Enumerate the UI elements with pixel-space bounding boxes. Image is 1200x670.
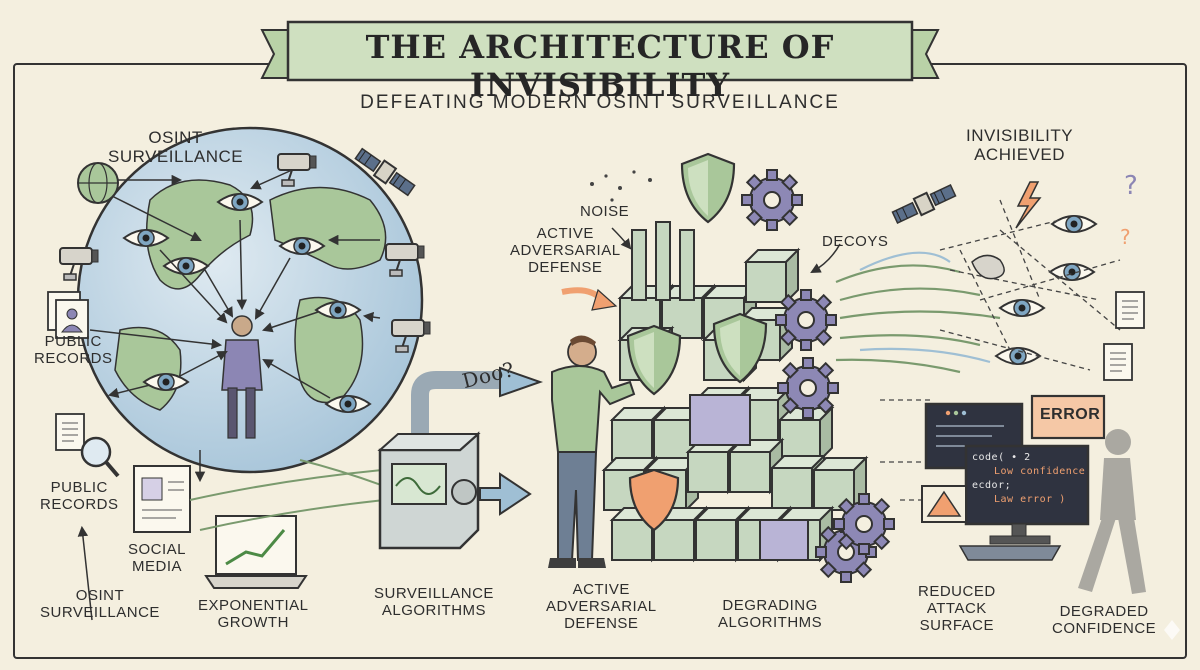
document-icon [1104, 344, 1132, 380]
eye-icon [996, 348, 1040, 364]
code-line: Low confidence [994, 466, 1085, 477]
shield-icon [682, 154, 734, 222]
social-media-icon [134, 466, 190, 532]
eye-icon [1000, 300, 1044, 316]
label-decoys: DECOYS [822, 234, 888, 251]
gear-icon [776, 290, 836, 350]
gear-icon [834, 494, 894, 554]
globe-icon [78, 163, 118, 203]
pipe [420, 380, 500, 440]
question-mark: ? [1124, 171, 1138, 201]
satellite-icon [891, 182, 957, 225]
warning-icon [922, 486, 966, 522]
lightning-icon [1016, 182, 1040, 228]
document-icon [56, 414, 84, 450]
flow-arrow [480, 474, 530, 514]
error-label: ERROR [1040, 406, 1100, 424]
eye-icon [1052, 216, 1096, 232]
document-icon [1116, 292, 1144, 328]
page-subtitle: DEFEATING MODERN OSINT SURVEILLANCE [300, 92, 900, 114]
shield-icon [628, 326, 680, 394]
gear-icon [778, 358, 838, 418]
code-line: ecdor; [972, 480, 1011, 491]
noise-marks [590, 170, 652, 201]
magnifier-icon [82, 438, 118, 476]
surveillance-machine [380, 434, 478, 548]
label-noise: NOISE [580, 204, 629, 221]
gear-icon [742, 170, 802, 230]
question-mark: ? [1120, 225, 1131, 249]
laptop-icon [206, 516, 306, 588]
code-line: Law error ) [994, 494, 1066, 505]
code-line: code( • 2 [972, 452, 1031, 463]
